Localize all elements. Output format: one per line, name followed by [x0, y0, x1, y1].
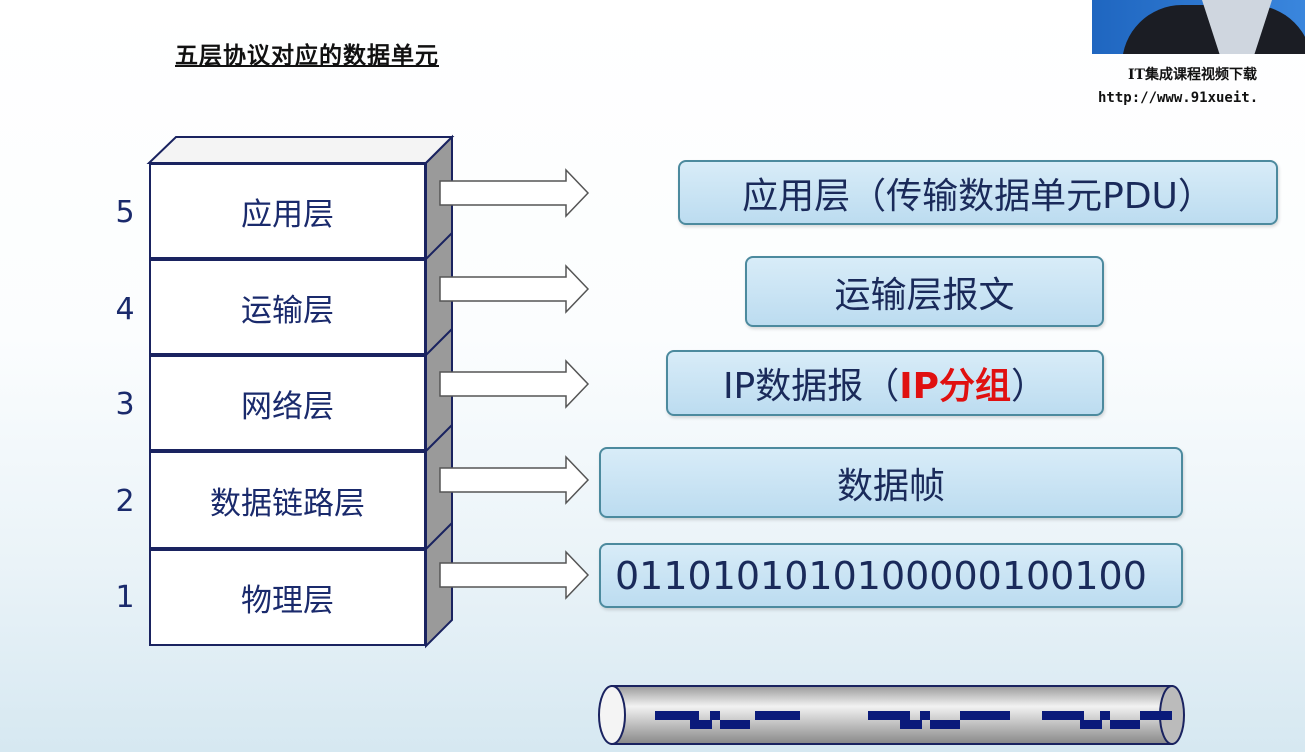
arrows [439, 168, 590, 600]
layer-number: 2 [115, 484, 135, 519]
presenter-video [1092, 0, 1305, 54]
slide-title: 五层协议对应的数据单元 [175, 42, 439, 69]
unit-network: IP数据报（IP分组） [666, 350, 1104, 416]
layer-application: 应用层 [149, 163, 426, 259]
layer-number: 1 [115, 580, 135, 615]
layer-network: 网络层 [149, 355, 426, 451]
layer-physical: 物理层 [149, 549, 426, 646]
unit-network-suffix: ） [1011, 366, 1048, 407]
layer-number: 5 [115, 195, 135, 230]
unit-network-highlight: IP分组 [899, 366, 1012, 407]
unit-application: 应用层（传输数据单元PDU） [678, 160, 1278, 225]
layer-datalink: 数据链路层 [149, 451, 426, 549]
layer-transport: 运输层 [149, 259, 426, 355]
watermark-text: IT集成课程视频下载 [1128, 67, 1257, 83]
unit-network-prefix: IP数据报（ [722, 366, 900, 407]
layer-number: 3 [115, 387, 135, 422]
layer-number: 4 [115, 292, 135, 327]
unit-frame: 数据帧 [599, 447, 1183, 518]
cable-icon [598, 685, 1185, 745]
watermark-url: http://www.91xueit. [1098, 90, 1259, 106]
unit-bits: 0110101010100000100100 [599, 543, 1183, 608]
unit-transport: 运输层报文 [745, 256, 1104, 327]
